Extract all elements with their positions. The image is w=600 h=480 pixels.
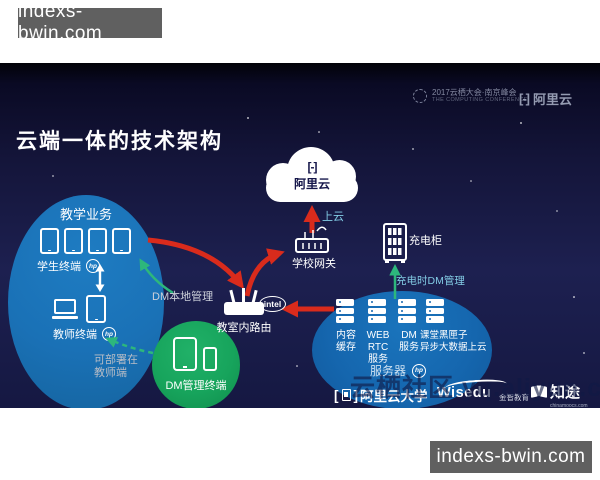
phone-icon [203,347,217,371]
charging-cabinet-icon [383,223,407,263]
dm-management-terminal-group: DM管理终端 [152,321,240,408]
star [412,148,414,150]
conference-title: 2017云栖大会·南京峰会 [432,88,517,97]
gateway-label: 学校网关 [292,258,336,270]
tablet-icon [88,228,107,254]
tablet-icon [40,228,59,254]
hp-logo-icon: hp [102,327,116,341]
tablet-icon [173,337,197,371]
aliyun-brand-label: 阿里云 [533,92,573,107]
cabinet-label: 充电柜 [409,235,442,247]
conference-header: 2017云栖大会·南京峰会 THE COMPUTING CONFERENCE [413,88,528,103]
server-icon [398,299,416,323]
star [583,352,585,354]
slide-title: 云端一体的技术架构 [16,130,223,153]
aliyun-cloud: [-] 阿里云 [266,147,358,203]
teacher-devices [52,295,106,323]
conference-subtitle: THE COMPUTING CONFERENCE [432,97,528,103]
router-icon [224,302,264,315]
watermark-top: indexs-bwin.com [18,1,162,44]
aliyun-brand-logo: [-] 阿里云 [519,89,572,108]
server-group: 内容 缓存 WEB RTC 服务 DM 服务 课堂黑匣子 异步大数据上云 服务器… [312,291,492,408]
router-antenna [242,288,245,302]
student-terminal-row: 学生终端 hp [37,258,100,274]
star [247,117,249,119]
teaching-business-group: 教学业务 学生终端 hp 教师终端 hp [8,195,164,408]
laptop-icon [52,299,78,319]
yunqi-community-watermark: 云栖社区 yq.aliyun.com [350,374,600,402]
star [318,131,320,133]
bracket-close: ] [353,387,359,403]
dm-terminal-label: DM管理终端 [165,380,227,392]
star [520,122,522,124]
cloud-shape [266,174,358,202]
charging-dm-label: 充电时DM管理 [396,275,465,287]
intel-logo: intel [259,296,286,312]
server-icon [336,299,354,323]
zhitu-label: 知途 [550,384,581,401]
cloud-aliyun-label: 阿里云 [293,177,330,191]
laptop-base [52,316,78,319]
server-icon [368,299,386,323]
tablet-icon [86,295,106,323]
zhitu-subtitle: chinamoocs.com [550,403,588,408]
to-cloud-label: 上云 [322,211,344,223]
slide: 2017云栖大会·南京峰会 THE COMPUTING CONFERENCE [… [0,63,600,408]
hp-logo-icon: hp [412,363,427,378]
bracket-open: [ [334,387,339,403]
teacher-terminal-row: 教师终端 hp [53,326,116,342]
server-title: 服务器 [370,364,407,378]
deploy-note-label: 可部署在 教师端 [94,354,138,379]
teaching-business-title: 教学业务 [59,207,112,222]
zhitu-logo: 知途 chinamoocs.com [531,381,588,408]
star [52,175,54,177]
wisedu-label: Wisedu [437,385,492,401]
server-title-row: 服务器 hp [370,362,427,379]
arrow-router-to-gateway [244,248,285,297]
aliyun-university-label: 阿里云大学 [360,389,428,404]
laptop-screen [54,299,76,314]
student-terminal-label: 学生终端 [37,261,81,273]
wisedu-subtitle: 金智教育 [499,393,529,402]
star [556,210,558,212]
star [573,296,575,298]
service-blackbox: 课堂黑匣子 异步大数据上云 [420,330,487,353]
wisedu-logo: Wisedu 金智教育 [437,377,529,402]
aliyun-university-logo: [ ] 阿里云大学 [334,385,428,405]
conference-logo-icon [413,88,427,103]
gateway-icon [295,226,329,253]
tablet-icon [112,228,131,254]
dm-local-label: DM本地管理 [152,291,214,303]
aliyun-bracket-icon: [-] [519,91,530,106]
star [296,365,298,367]
cloud-aliyun-bracket-icon: [-] [307,160,318,174]
star [470,180,472,182]
service-dm: DM 服务 [399,330,419,353]
student-tablets [40,228,131,254]
building-icon [341,389,351,401]
service-content-cache: 内容 缓存 [336,330,356,353]
tablet-icon [64,228,83,254]
hp-logo-icon: hp [86,259,100,273]
router-label: 教室内路由 [216,322,272,334]
teacher-terminal-label: 教师终端 [53,329,97,341]
service-webrtc: WEB RTC 服务 [366,330,390,365]
server-icon [426,299,444,323]
watermark-bottom: indexs-bwin.com [430,441,592,473]
